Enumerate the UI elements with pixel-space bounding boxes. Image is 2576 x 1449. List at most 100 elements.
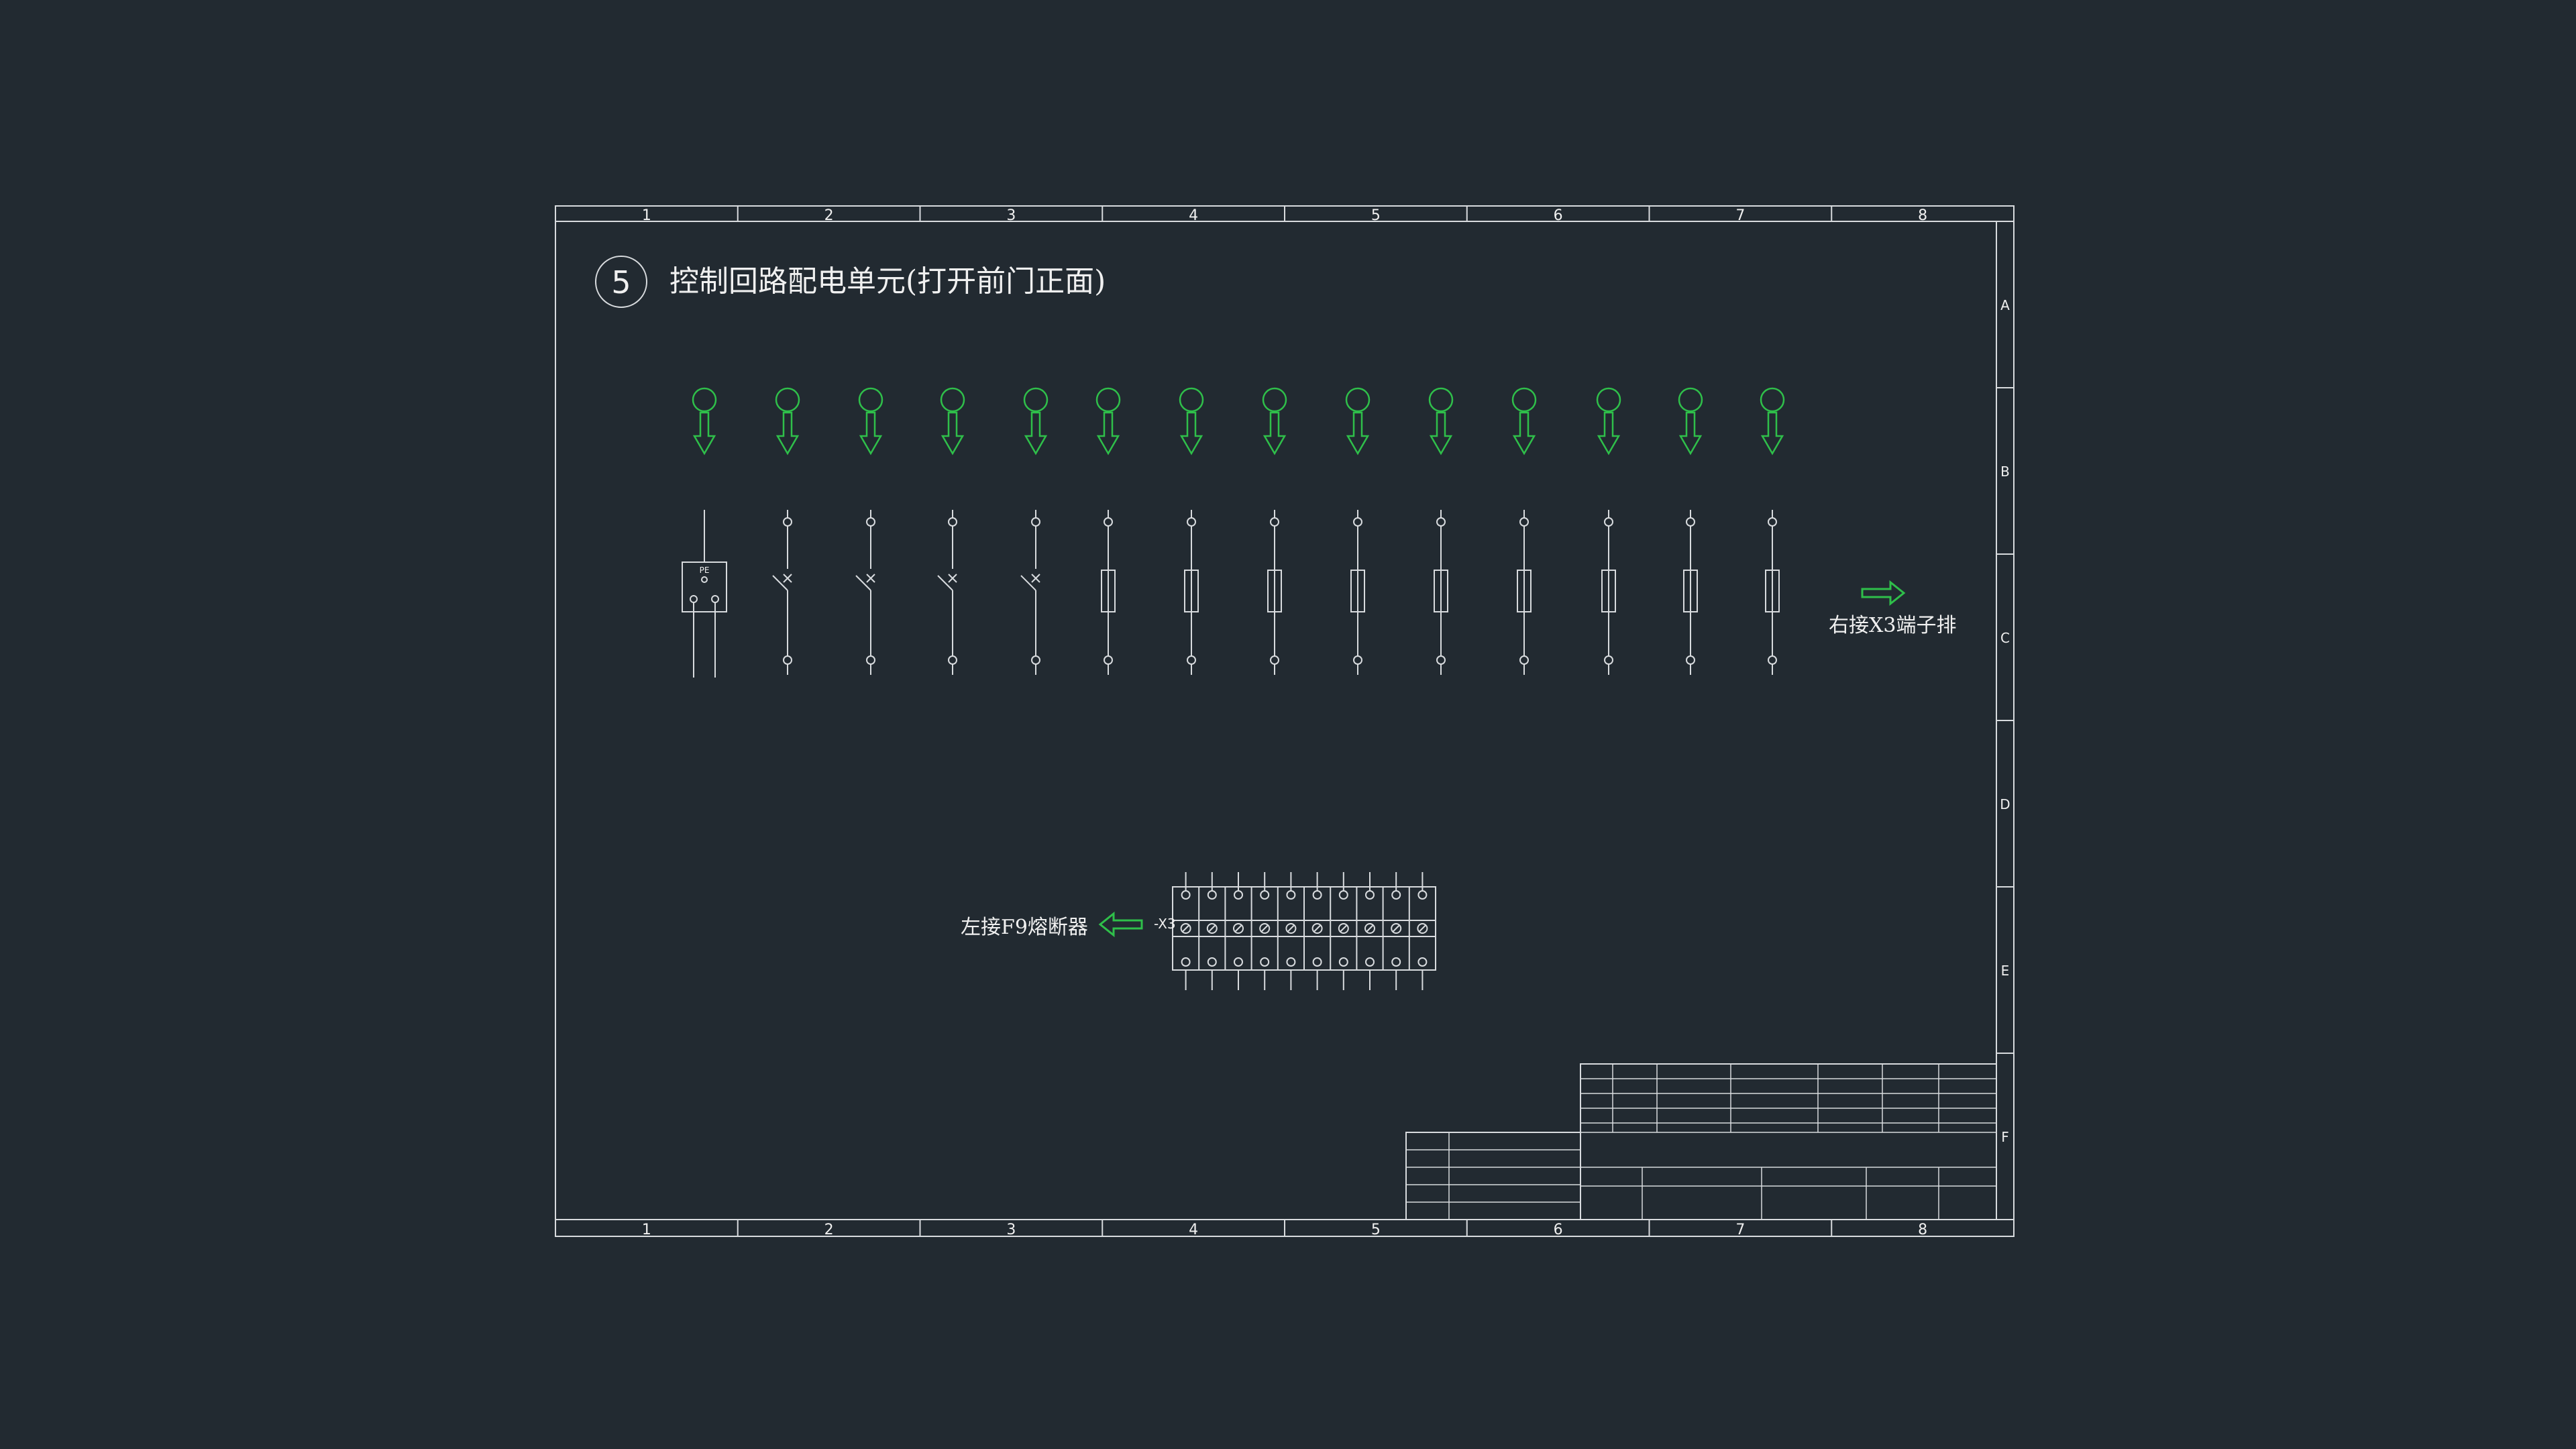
terminal-6 xyxy=(1311,872,1323,990)
terminal-screw xyxy=(1181,957,1191,967)
switch-blade xyxy=(937,575,953,591)
socket-pin xyxy=(701,576,708,583)
switch-blade xyxy=(1020,575,1036,591)
circuit-id-circle xyxy=(940,387,965,413)
row-letter: E xyxy=(2001,963,2010,979)
col-number-top: 5 xyxy=(1371,207,1381,224)
terminal-8 xyxy=(1364,872,1375,990)
socket-pe-label: PE xyxy=(700,566,710,575)
left-arrow-text: 左接F9熔断器 xyxy=(961,916,1088,939)
title-number: 5 xyxy=(611,264,631,301)
terminal-block-x3 xyxy=(1172,872,1436,990)
row-letter: B xyxy=(2000,464,2010,480)
circuit-columns: PE xyxy=(682,387,1785,678)
down-arrow-icon xyxy=(1346,411,1370,455)
terminal-screw xyxy=(1260,957,1270,967)
down-arrow-icon xyxy=(1512,411,1536,455)
down-arrow-icon xyxy=(1760,411,1784,455)
left-connection: 左接F9熔断器 -X3 xyxy=(961,911,1176,939)
terminal-link-slash xyxy=(1392,924,1400,932)
right-arrow-icon xyxy=(1861,580,1906,606)
terminal-2 xyxy=(1206,872,1218,990)
circuit-f5 xyxy=(1428,387,1454,675)
circuit-id-circle xyxy=(1678,387,1703,413)
terminal-screw xyxy=(1312,957,1322,967)
terminal-screw xyxy=(1365,957,1375,967)
circuit-f7 xyxy=(1596,387,1621,675)
circuit-cz1: PE xyxy=(682,387,727,678)
terminal-10 xyxy=(1417,872,1428,990)
terminal-9 xyxy=(1391,872,1402,990)
down-arrow-icon xyxy=(1429,411,1453,455)
row-letter: D xyxy=(2000,796,2010,812)
terminal-5 xyxy=(1285,872,1297,990)
title-block xyxy=(1405,1063,1997,1220)
terminal-link xyxy=(1391,923,1402,934)
terminal-screw xyxy=(1338,957,1348,967)
terminal-screw xyxy=(1234,957,1243,967)
circuit-q4 xyxy=(855,387,883,675)
col-number-top: 4 xyxy=(1189,207,1198,224)
terminal-link xyxy=(1338,923,1349,934)
col-number-top: 1 xyxy=(642,207,651,224)
right-arrow-text: 右接X3端子排 xyxy=(1829,614,1956,637)
terminal-screw xyxy=(1207,957,1217,967)
circuit-id-circle xyxy=(1760,387,1785,413)
terminal-screw xyxy=(1234,890,1243,900)
terminal-3 xyxy=(1233,872,1244,990)
circuit-f4 xyxy=(1345,387,1371,675)
terminal-link xyxy=(1233,923,1244,934)
terminal-screw xyxy=(1181,890,1191,900)
circuit-id-circle xyxy=(1345,387,1371,413)
col-number-bottom: 4 xyxy=(1189,1222,1198,1238)
col-number-bottom: 1 xyxy=(642,1222,651,1238)
col-number-bottom: 3 xyxy=(1006,1222,1016,1238)
down-arrow-icon xyxy=(1597,411,1621,455)
circuit-id-circle xyxy=(858,387,883,413)
circuit-id-circle xyxy=(1095,387,1121,413)
switch-x xyxy=(866,574,875,583)
circuit-f3 xyxy=(1262,387,1287,675)
row-letter: A xyxy=(2000,297,2010,313)
col-number-top: 7 xyxy=(1735,207,1745,224)
terminal-link xyxy=(1206,923,1218,934)
circuit-id-circle xyxy=(1511,387,1537,413)
terminal-link-slash xyxy=(1340,924,1348,932)
row-letter: F xyxy=(2001,1129,2009,1145)
down-arrow-icon xyxy=(941,411,965,455)
circuit-f8 xyxy=(1678,387,1703,675)
circuit-q6 xyxy=(1020,387,1049,675)
left-arrow-icon xyxy=(1098,911,1143,938)
col-number-bottom: 7 xyxy=(1735,1222,1745,1238)
switch-x xyxy=(948,574,957,583)
down-arrow-icon xyxy=(1678,411,1703,455)
col-number-top: 8 xyxy=(1918,207,1927,224)
down-arrow-icon xyxy=(1096,411,1120,455)
terminal-link xyxy=(1311,923,1323,934)
terminal-screw xyxy=(1286,957,1296,967)
terminal-link-slash xyxy=(1181,924,1190,932)
col-number-bottom: 8 xyxy=(1918,1222,1927,1238)
terminal-link xyxy=(1180,923,1191,934)
circuit-q5 xyxy=(937,387,965,675)
col-number-top: 3 xyxy=(1006,207,1016,224)
terminal-screw xyxy=(1365,890,1375,900)
terminal-link xyxy=(1285,923,1297,934)
col-number-bottom: 5 xyxy=(1371,1222,1381,1238)
title-text: 控制回路配电单元(打开前门正面) xyxy=(669,264,1106,299)
col-number-top: 6 xyxy=(1554,207,1563,224)
terminal-screw xyxy=(1286,890,1296,900)
terminal-screw xyxy=(1338,890,1348,900)
terminal-screw xyxy=(1207,890,1217,900)
switch-blade xyxy=(772,575,788,591)
terminal-link-slash xyxy=(1418,924,1427,932)
col-number-bottom: 6 xyxy=(1554,1222,1563,1238)
terminal-link-slash xyxy=(1234,924,1242,932)
terminal-link-slash xyxy=(1313,924,1322,932)
terminal-link-slash xyxy=(1260,924,1269,932)
right-connection: 右接X3端子排 xyxy=(1829,580,1956,637)
terminal-screw xyxy=(1417,890,1428,900)
terminal-link xyxy=(1259,923,1271,934)
down-arrow-icon xyxy=(1024,411,1048,455)
